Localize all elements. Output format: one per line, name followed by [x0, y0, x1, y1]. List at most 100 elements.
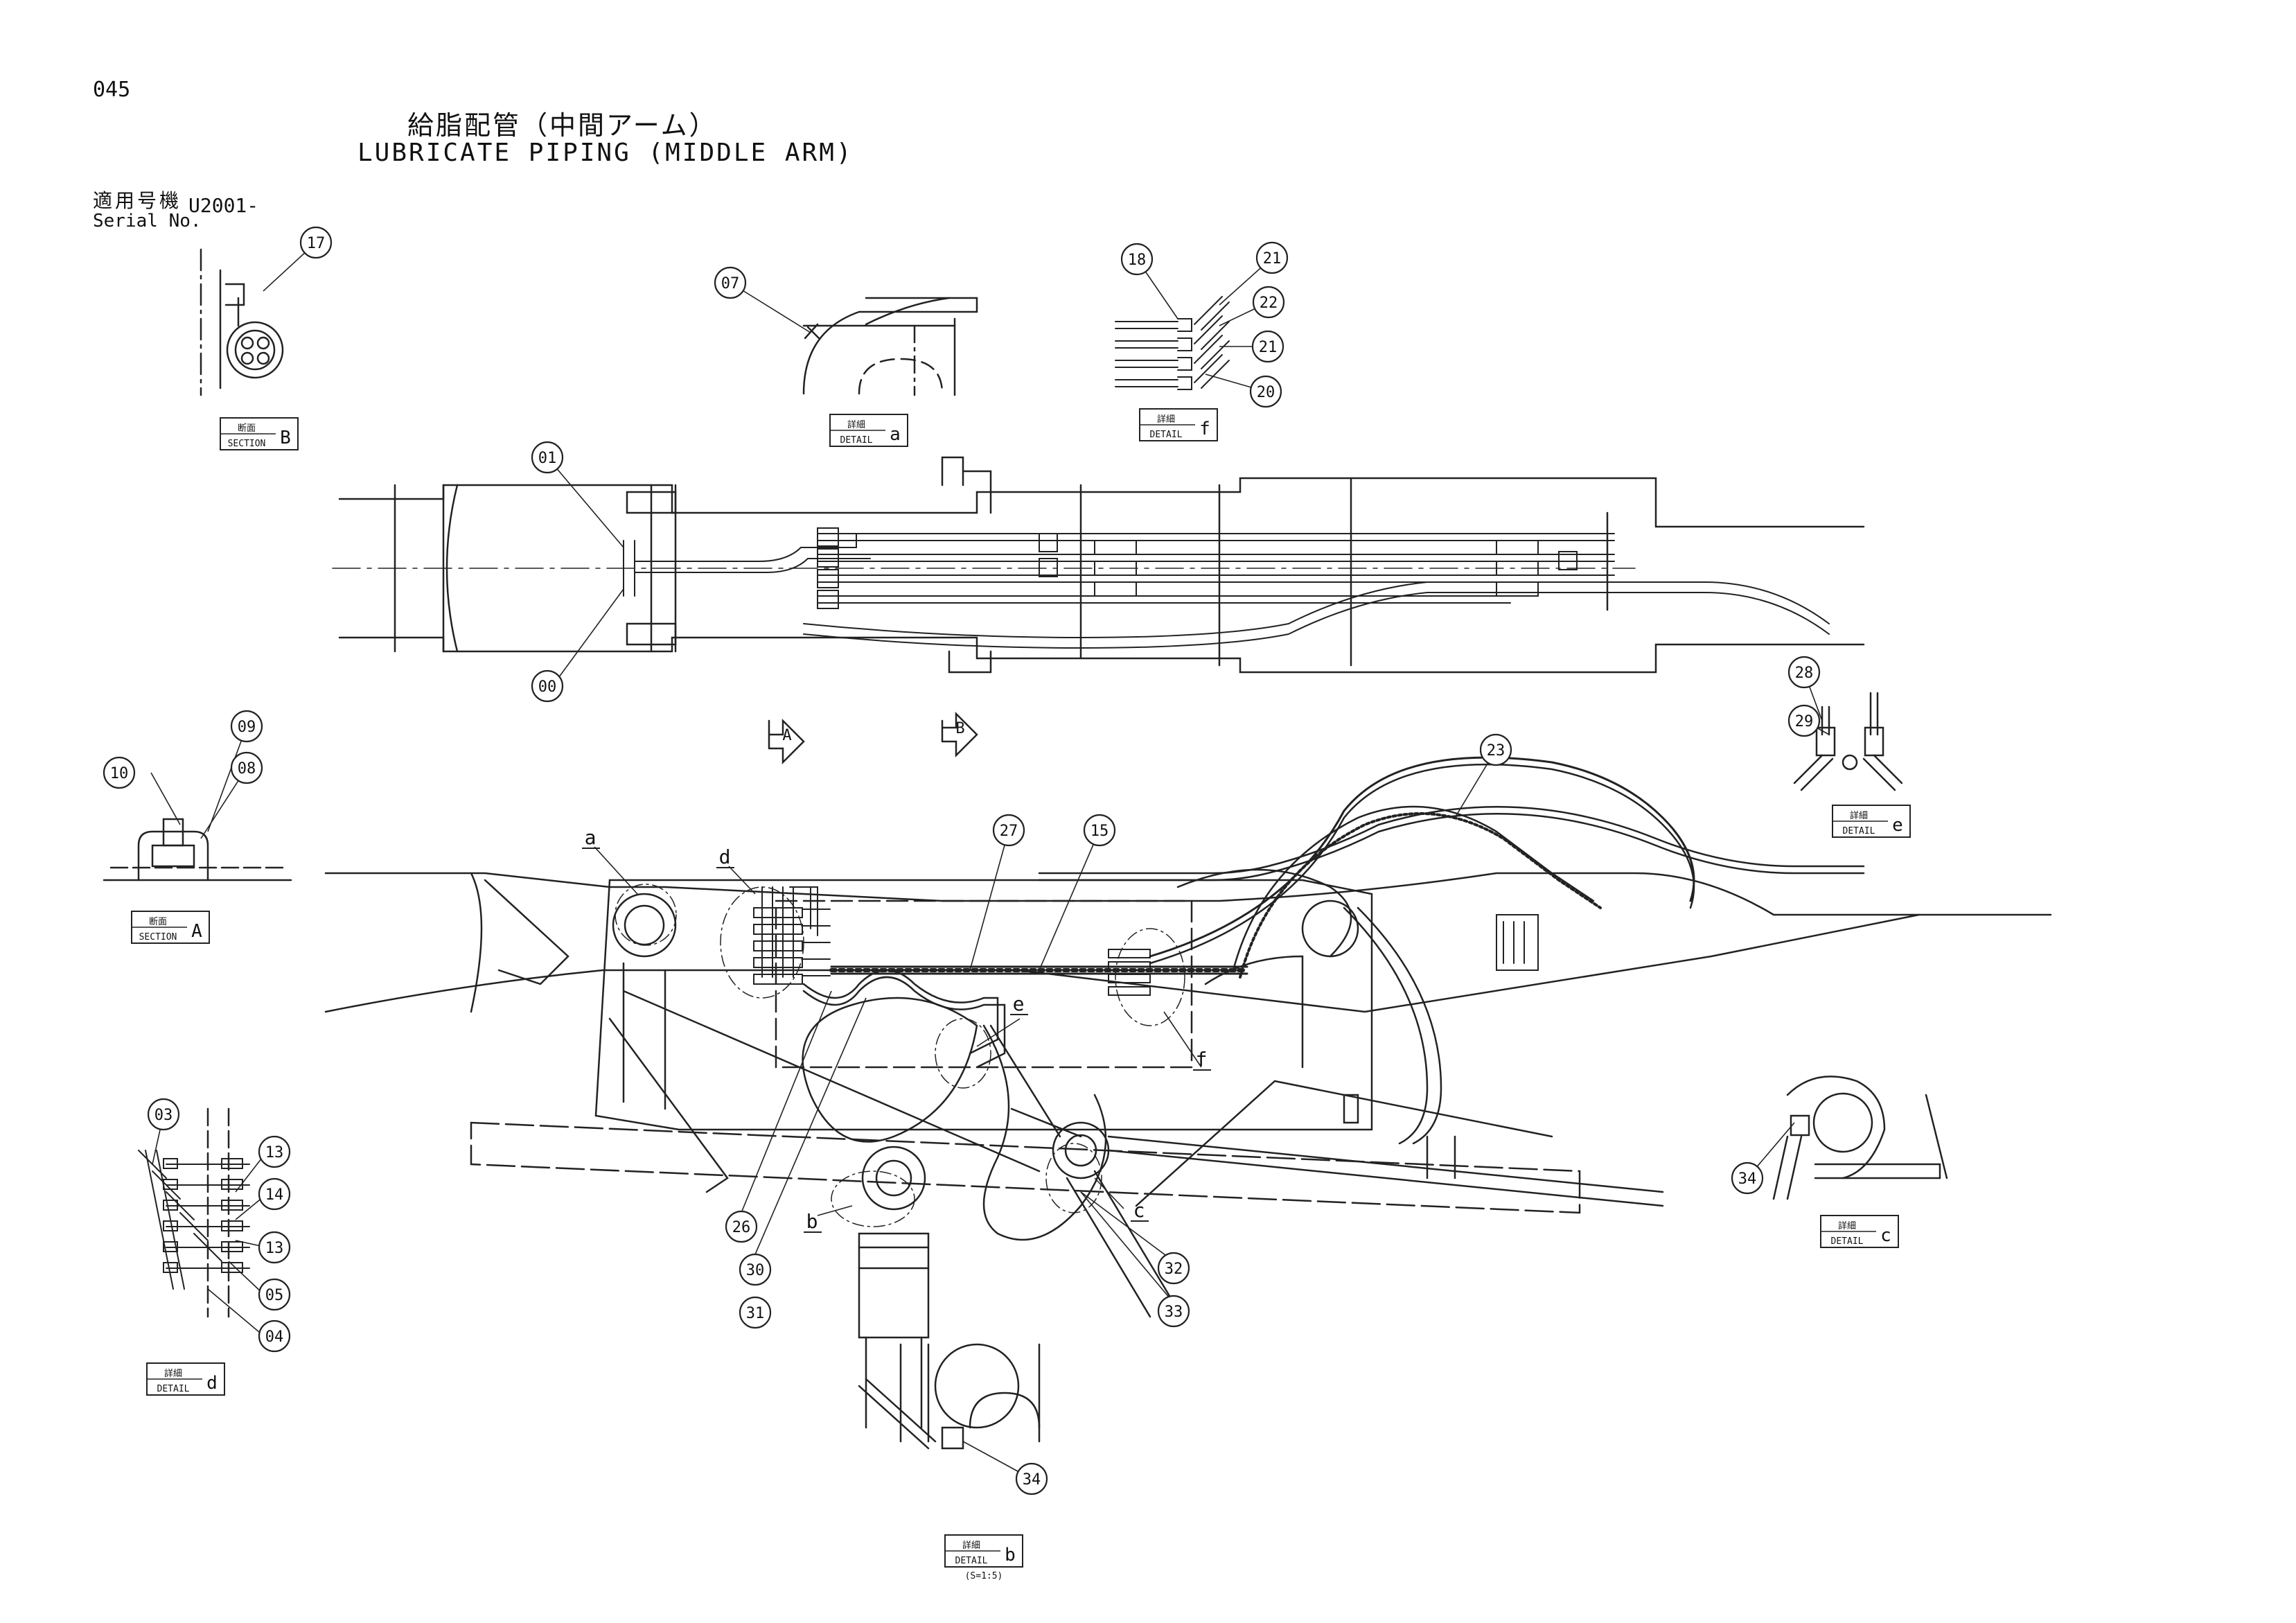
part-balloon-13-top: 13 — [258, 1135, 291, 1168]
title-english: LUBRICATE PIPING (MIDDLE ARM) — [357, 139, 854, 167]
svg-text:DETAIL: DETAIL — [1843, 826, 1875, 836]
section-b-view — [200, 248, 284, 396]
svg-text:DETAIL: DETAIL — [955, 1556, 988, 1566]
svg-text:04: 04 — [265, 1328, 284, 1346]
svg-text:A: A — [191, 921, 202, 942]
svg-text:d: d — [206, 1373, 218, 1394]
svg-text:DETAIL: DETAIL — [1831, 1236, 1864, 1247]
part-balloon-03: 03 — [147, 1098, 180, 1131]
svg-text:17: 17 — [307, 235, 326, 252]
part-balloon-28: 28 — [1787, 656, 1821, 689]
svg-text:c: c — [1880, 1225, 1891, 1246]
svg-text:31: 31 — [746, 1305, 765, 1322]
title-japanese: 給脂配管（中間アーム） — [407, 110, 718, 141]
detail-marker-d: d — [719, 845, 731, 868]
detail-marker-f: f — [1196, 1048, 1208, 1071]
detail-marker-b: b — [806, 1210, 818, 1233]
part-balloon-34-right: 34 — [1731, 1161, 1764, 1195]
part-balloon-26: 26 — [725, 1210, 758, 1243]
part-balloon-10: 10 — [103, 756, 136, 789]
detail-marker-a: a — [585, 826, 597, 849]
part-balloon-08: 08 — [230, 751, 263, 784]
svg-text:30: 30 — [746, 1262, 765, 1279]
view-arrow-b-label: B — [955, 720, 964, 737]
part-balloon-22: 22 — [1252, 286, 1285, 319]
part-balloon-09: 09 — [230, 710, 263, 743]
svg-text:詳細: 詳細 — [1157, 414, 1175, 425]
svg-text:22: 22 — [1260, 295, 1278, 312]
part-balloon-18: 18 — [1120, 243, 1154, 276]
detail-e-box: 詳細 DETAIL e — [1832, 805, 1911, 838]
svg-text:34: 34 — [1738, 1170, 1757, 1188]
svg-text:03: 03 — [154, 1107, 173, 1124]
part-balloon-34-bottom: 34 — [1015, 1462, 1048, 1495]
svg-text:詳細: 詳細 — [1838, 1220, 1856, 1231]
detail-c-box: 詳細 DETAIL c — [1820, 1215, 1899, 1248]
part-balloon-30: 30 — [739, 1253, 772, 1286]
svg-text:18: 18 — [1128, 252, 1147, 269]
part-balloon-01: 01 — [531, 441, 564, 474]
serial-label-japanese: 適用号機 — [93, 189, 182, 212]
detail-a-view — [802, 297, 978, 396]
svg-text:28: 28 — [1795, 665, 1814, 682]
svg-text:08: 08 — [238, 760, 256, 778]
svg-text:詳細: 詳細 — [847, 419, 865, 430]
svg-text:14: 14 — [265, 1186, 284, 1204]
svg-text:13: 13 — [265, 1144, 284, 1161]
page-number: 045 — [93, 78, 131, 102]
detail-f-box: 詳細 DETAIL f — [1139, 408, 1218, 441]
svg-text:SECTION: SECTION — [139, 932, 177, 942]
part-balloon-29: 29 — [1787, 704, 1821, 737]
part-balloon-32: 32 — [1157, 1252, 1190, 1285]
svg-text:DETAIL: DETAIL — [157, 1384, 190, 1394]
svg-text:21: 21 — [1263, 250, 1282, 267]
svg-text:29: 29 — [1795, 713, 1814, 730]
svg-text:DETAIL: DETAIL — [840, 435, 873, 446]
detail-b-box: 詳細 DETAIL b (S=1:5) — [944, 1534, 1023, 1581]
part-balloon-17: 17 — [299, 226, 333, 259]
view-arrow-a-label: A — [782, 727, 791, 744]
svg-text:詳細: 詳細 — [1850, 810, 1868, 821]
detail-d-box: 詳細 DETAIL d — [146, 1362, 225, 1396]
detail-f-view — [1115, 296, 1230, 390]
svg-text:SECTION: SECTION — [228, 439, 266, 449]
part-balloon-31: 31 — [739, 1296, 772, 1329]
detail-b-view — [858, 1343, 1041, 1450]
svg-text:27: 27 — [1000, 823, 1018, 840]
detail-d-view — [138, 1107, 250, 1318]
part-balloon-14: 14 — [258, 1177, 291, 1211]
part-balloon-15: 15 — [1083, 814, 1116, 847]
svg-text:詳細: 詳細 — [164, 1368, 182, 1379]
part-balloon-13-bottom: 13 — [258, 1231, 291, 1264]
svg-text:32: 32 — [1165, 1261, 1183, 1278]
detail-marker-c: c — [1133, 1199, 1145, 1222]
svg-text:詳細: 詳細 — [962, 1540, 980, 1551]
detail-a-box: 詳細 DETAIL a — [829, 414, 908, 447]
svg-text:a: a — [890, 424, 901, 445]
part-balloon-05: 05 — [258, 1278, 291, 1311]
section-b-box: 断面 SECTION B — [220, 417, 299, 450]
svg-text:20: 20 — [1257, 384, 1275, 401]
svg-text:断面: 断面 — [149, 917, 167, 927]
svg-text:21: 21 — [1259, 339, 1278, 356]
svg-text:f: f — [1199, 419, 1210, 439]
part-balloon-23: 23 — [1479, 733, 1512, 766]
section-a-view — [103, 818, 292, 881]
part-balloon-21-bottom: 21 — [1251, 330, 1284, 363]
svg-text:B: B — [280, 428, 291, 448]
section-a-box: 断面 SECTION A — [131, 911, 210, 944]
svg-text:断面: 断面 — [238, 423, 256, 434]
svg-text:05: 05 — [265, 1287, 284, 1304]
detail-b-scale: (S=1:5) — [965, 1571, 1003, 1581]
svg-text:00: 00 — [538, 678, 557, 696]
serial-label-english: Serial No. — [93, 211, 202, 231]
arm-top-view — [332, 456, 1865, 674]
svg-text:26: 26 — [732, 1219, 751, 1236]
part-balloon-00: 00 — [531, 669, 564, 703]
svg-text:10: 10 — [110, 765, 129, 782]
svg-text:b: b — [1005, 1545, 1016, 1565]
part-balloon-04: 04 — [258, 1319, 291, 1353]
svg-text:13: 13 — [265, 1240, 284, 1257]
svg-text:e: e — [1892, 815, 1903, 836]
